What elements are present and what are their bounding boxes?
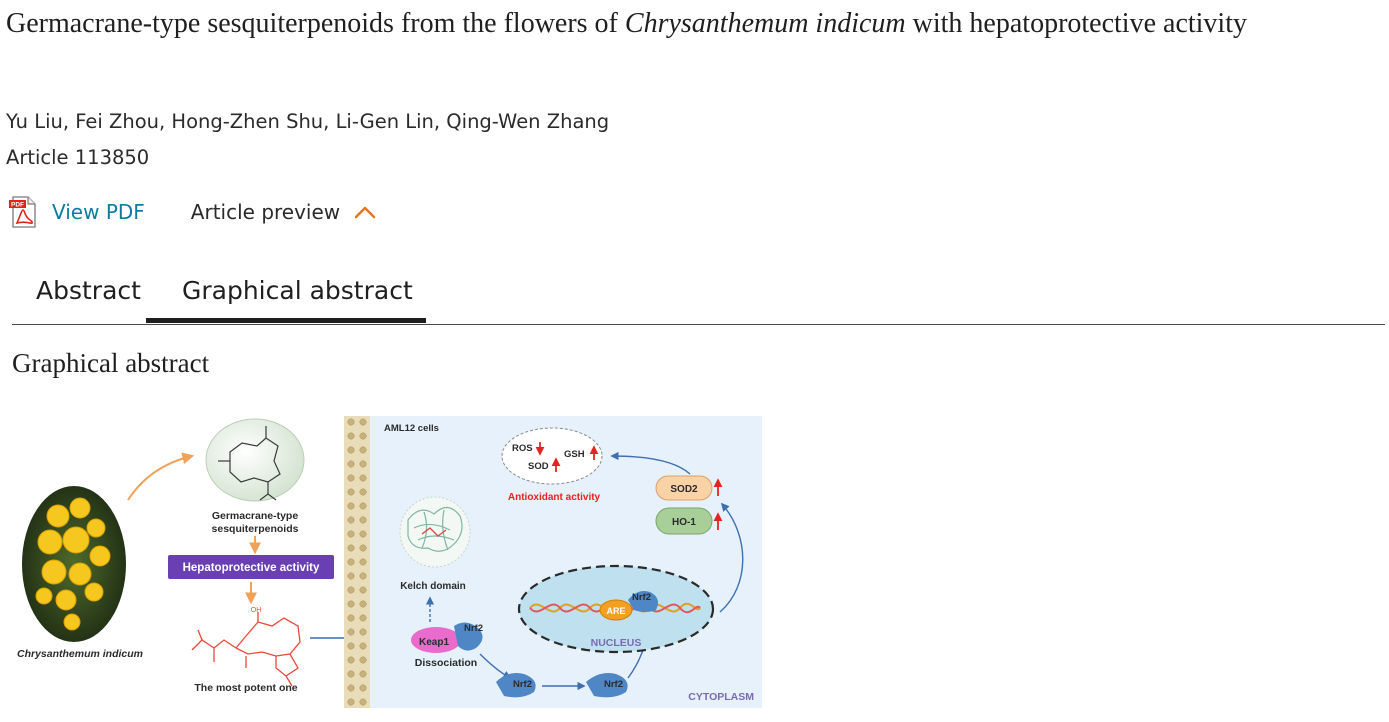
nrf2-bound-label: Nrf2 (464, 623, 483, 634)
dissociation-label: Dissociation (415, 657, 477, 669)
title-species: Chrysanthemum indicum (624, 8, 906, 39)
active-tab-indicator (146, 318, 426, 323)
ho1-label: HO-1 (672, 517, 696, 528)
arrow-plant-to-compound (127, 452, 195, 501)
flower-heads-icon (35, 497, 111, 631)
cell-panel: AML12 cells ROS GSH SOD Antioxidant acti… (344, 416, 762, 708)
potent-compound-structure-icon (191, 612, 301, 687)
ho1-pill (655, 507, 713, 535)
arrow-nucleus-to-genes (719, 502, 744, 613)
sod-label: SOD (528, 461, 549, 472)
cells-label: AML12 cells (384, 423, 439, 434)
article-actions: PDF View PDF Article preview (8, 196, 376, 228)
hepatoprotective-label: Hepatoprotective activity (183, 562, 320, 574)
germacrane-structure-bg (205, 418, 305, 502)
article-title[interactable]: Germacrane-type sesquiterpenoids from th… (6, 2, 1376, 45)
nrf2-bound-shape (454, 622, 483, 651)
arrow-sod2-to-antioxidant (610, 451, 691, 475)
nrf2-translocating-shape (586, 673, 628, 698)
abstract-tabs: Abstract Graphical abstract (12, 268, 1385, 325)
view-pdf-link[interactable]: View PDF (52, 200, 145, 224)
gsh-label: GSH (564, 449, 585, 460)
nrf2-nuclear-shape (628, 591, 658, 612)
graphical-abstract-figure[interactable]: Chrysanthemum indicum Germacrane-type se… (10, 416, 762, 708)
section-heading: Graphical abstract (12, 348, 210, 378)
cell-membrane (344, 416, 370, 708)
most-potent-label: The most potent one (194, 682, 297, 694)
plant-label: Chrysanthemum indicum (17, 648, 143, 660)
nrf2-nuclear-label: Nrf2 (632, 592, 651, 603)
article-number: Article 113850 (6, 146, 150, 169)
title-text-end: with hepatoprotective activity (905, 8, 1247, 39)
cytoplasm-label: CYTOPLASM (688, 691, 754, 703)
nrf2-free-label: Nrf2 (513, 679, 532, 690)
keap1-shape (411, 627, 461, 653)
keap1-label: Keap1 (419, 637, 449, 648)
nrf2-translocating-label: Nrf2 (604, 679, 623, 690)
article-preview-label: Article preview (190, 200, 341, 224)
kelch-label: Kelch domain (400, 581, 466, 592)
title-text: Germacrane-type sesquiterpenoids from th… (6, 8, 625, 39)
germacrane-label-line2: sesquiterpenoids (212, 523, 299, 535)
hepatoprotective-box (168, 555, 334, 579)
hydroxyl-label: OH (251, 607, 262, 614)
antioxidant-label: Antioxidant activity (508, 492, 601, 503)
sod2-pill (655, 475, 713, 501)
ligand-icon (421, 527, 447, 537)
ros-label: ROS (512, 443, 533, 454)
are-element (599, 599, 633, 621)
tab-abstract[interactable]: Abstract (36, 276, 141, 305)
nrf2-free-shape (496, 673, 536, 698)
are-label: ARE (606, 606, 625, 616)
germacrane-skeleton-icon (218, 426, 281, 501)
antioxidant-cloud (501, 427, 603, 485)
pdf-icon-label: PDF (11, 202, 24, 209)
kelch-domain-bg (399, 496, 471, 568)
article-preview-toggle[interactable]: Article preview (191, 200, 376, 224)
tab-graphical-abstract[interactable]: Graphical abstract (182, 276, 413, 305)
author-list: Yu Liu, Fei Zhou, Hong-Zhen Shu, Li-Gen … (6, 110, 610, 133)
plant-panel: Chrysanthemum indicum Germacrane-type se… (17, 418, 406, 694)
sod2-label: SOD2 (670, 484, 698, 495)
pdf-icon[interactable]: PDF (8, 196, 38, 228)
germacrane-label-line1: Germacrane-type (212, 510, 299, 522)
nucleus-label: NUCLEUS (591, 637, 642, 649)
chevron-up-icon (354, 206, 376, 219)
